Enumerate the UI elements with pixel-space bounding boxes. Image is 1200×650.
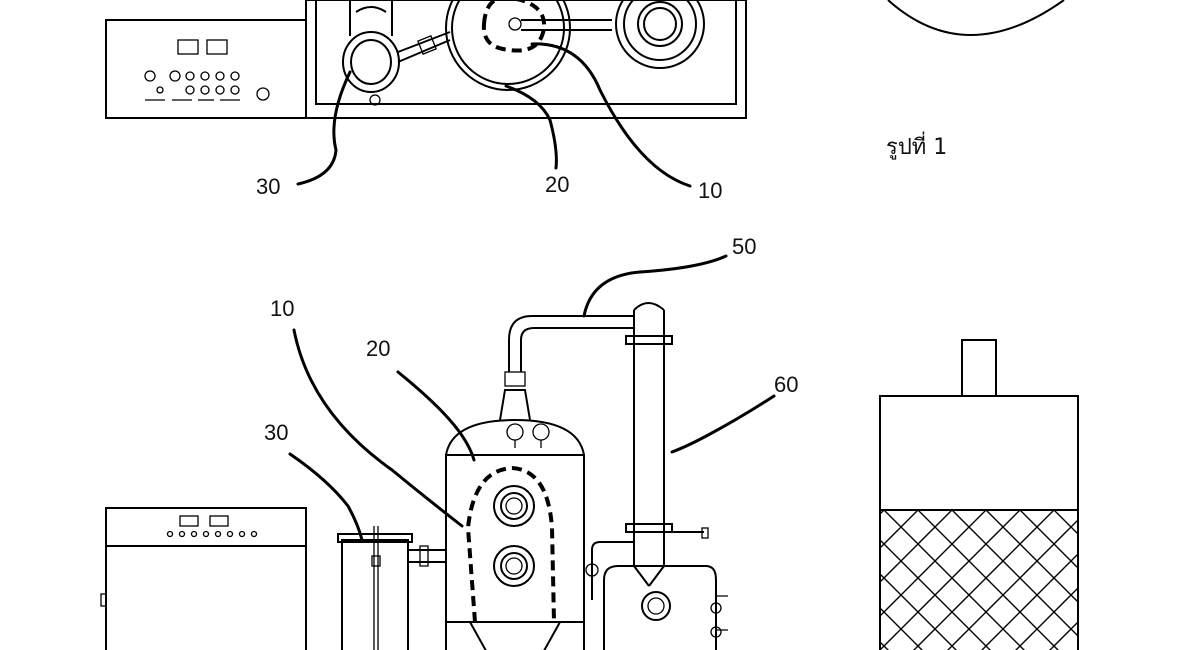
top-view: 30 20 10	[105, 0, 1065, 203]
label-front-30: 30	[264, 420, 288, 445]
evaporator-vessel-top	[445, 0, 612, 91]
front-view: 50 10 20 60 30	[100, 234, 1079, 650]
label-front-10: 10	[270, 296, 294, 321]
condenser-top	[615, 0, 705, 69]
label-front-60: 60	[774, 372, 798, 397]
label-top-30: 30	[256, 174, 280, 199]
storage-tank-front	[879, 339, 1079, 650]
label-top-10: 10	[698, 178, 722, 203]
separator-vessel-front	[337, 526, 446, 650]
condenser-column	[585, 302, 728, 650]
separator-vessel-top	[342, 0, 451, 106]
control-cabinet	[100, 507, 307, 650]
vapour-pipe	[508, 315, 634, 341]
control-panel-top	[105, 19, 307, 119]
label-front-50: 50	[732, 234, 756, 259]
label-top-20: 20	[545, 172, 569, 197]
label-front-20: 20	[366, 336, 390, 361]
figure-caption: รูปที่ 1	[886, 131, 947, 160]
evaporator-vessel-front	[445, 340, 585, 650]
storage-tank-top	[887, 0, 1065, 36]
